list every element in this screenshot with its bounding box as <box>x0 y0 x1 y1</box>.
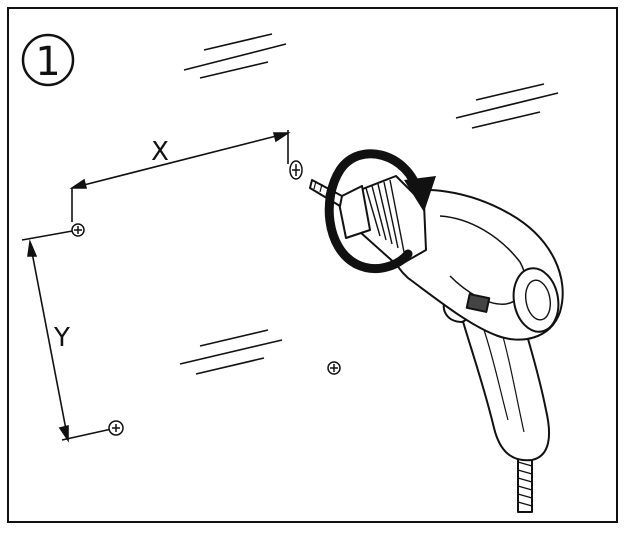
rotation-arrow-icon <box>324 149 436 273</box>
y-dimension-label: Y <box>53 323 70 353</box>
x-dimension <box>69 130 291 222</box>
step-number-badge: 1 <box>21 33 75 87</box>
x-dimension-label: X <box>151 137 169 167</box>
screw-hole-icon <box>71 160 341 436</box>
y-dimension <box>21 229 117 443</box>
power-drill-icon <box>309 175 564 513</box>
wall-hatch-icon <box>179 33 559 375</box>
step-number: 1 <box>35 39 60 85</box>
